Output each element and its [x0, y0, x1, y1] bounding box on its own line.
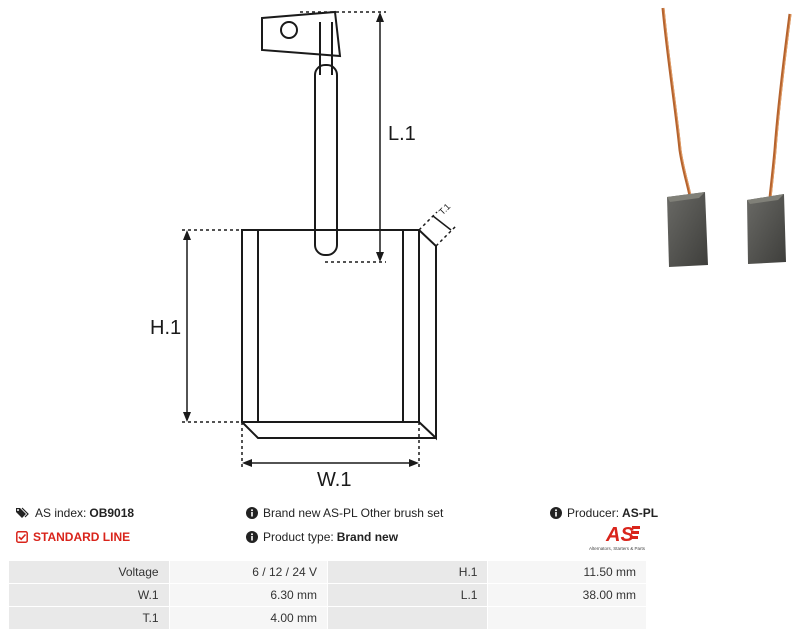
product-photo	[661, 7, 792, 267]
spec-label: W.1	[8, 583, 170, 607]
producer-value: AS-PL	[622, 506, 659, 520]
tags-icon	[16, 507, 29, 518]
checkbox-checked-icon	[16, 531, 28, 543]
description-text: Brand new AS-PL Other brush set	[263, 506, 444, 520]
technical-drawing: L.1 H.1 W.1 T.1	[150, 7, 792, 490]
spec-label: H.1	[327, 560, 489, 584]
spec-value: 11.50 mm	[487, 560, 647, 584]
product-line: STANDARD LINE	[16, 527, 130, 547]
dimension-lines	[182, 11, 458, 470]
dimension-label-t1: T.1	[437, 201, 453, 217]
description: Brand new AS-PL Other brush set	[246, 503, 443, 523]
info-row-2: STANDARD LINE Product type: Brand new	[0, 527, 800, 547]
spec-label	[327, 606, 489, 630]
spec-value: 6.30 mm	[168, 583, 329, 607]
as-index-label: AS index:	[35, 506, 87, 520]
arrowheads	[183, 12, 419, 467]
spec-label: T.1	[8, 606, 170, 630]
spec-label: L.1	[327, 583, 489, 607]
product-type: Product type: Brand new	[246, 527, 398, 547]
spec-value	[487, 606, 647, 630]
producer: Producer: AS-PL	[550, 503, 658, 523]
info-icon	[550, 507, 562, 519]
as-index: AS index: OB9018	[16, 503, 134, 523]
product-line-text: STANDARD LINE	[33, 530, 131, 544]
dimension-label-h1: H.1	[150, 317, 181, 339]
spec-label: Voltage	[8, 560, 170, 584]
info-icon	[246, 531, 258, 543]
spec-value: 6 / 12 / 24 V	[168, 560, 329, 584]
producer-label: Producer:	[567, 506, 620, 520]
spec-value: 4.00 mm	[168, 606, 329, 630]
dimension-label-w1: W.1	[317, 469, 351, 490]
logo-text: AS	[605, 524, 634, 546]
logo-tagline: Alternators, Starters & Parts	[589, 546, 646, 551]
info-icon	[246, 507, 258, 519]
info-row-1: AS index: OB9018 Brand new AS-PL Other b…	[0, 503, 800, 523]
spec-value: 38.00 mm	[487, 583, 647, 607]
dimension-label-l1: L.1	[388, 123, 416, 145]
product-type-value: Brand new	[336, 530, 399, 544]
brush-outline-drawing	[241, 10, 437, 441]
product-type-label: Product type:	[263, 530, 334, 544]
table-row: T.1 4.00 mm	[8, 606, 647, 630]
as-index-value: OB9018	[89, 506, 135, 520]
table-row: Voltage 6 / 12 / 24 V H.1 11.50 mm	[8, 560, 647, 584]
as-pl-logo: AS Alternators, Starters & Parts	[589, 524, 646, 551]
table-row: W.1 6.30 mm L.1 38.00 mm	[8, 583, 647, 607]
specs-table: Voltage 6 / 12 / 24 V H.1 11.50 mm W.1 6…	[8, 560, 647, 630]
